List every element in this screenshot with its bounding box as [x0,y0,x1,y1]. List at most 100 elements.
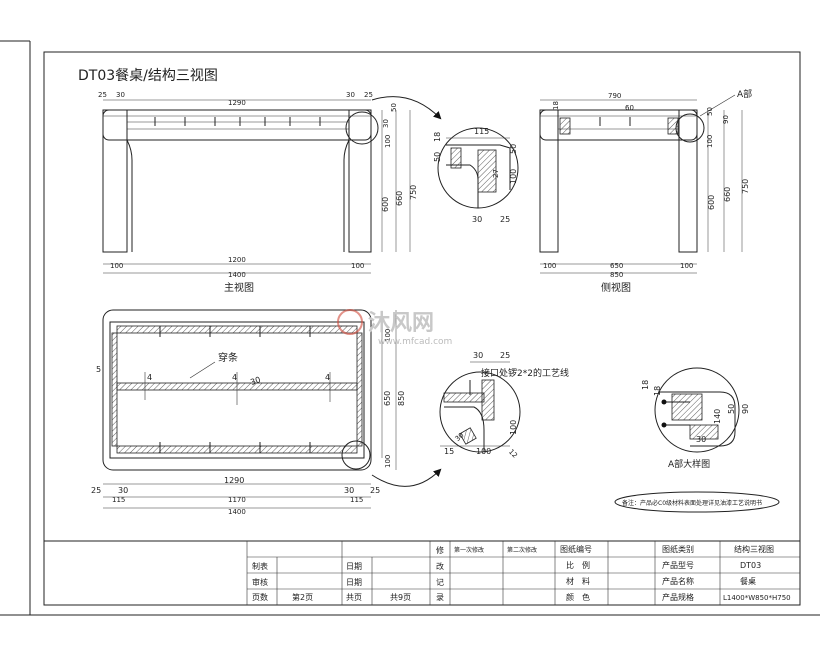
detail-top-dim-100: 100 [509,169,518,184]
tb-label-reviewer: 审核 [252,577,268,587]
detail-a-dim-18b: 18 [653,386,662,396]
plan-dim-bottom-115a: 115 [112,496,125,504]
tb-mid-scale: 比 例 [566,560,590,570]
detail-a-dim-30: 30 [696,435,706,444]
side-dim-bottom-100a: 100 [543,262,556,270]
tb-total-label: 共页 [346,593,362,602]
tb-revision-3: 记 [436,578,444,587]
front-dim-right-660: 660 [395,191,404,206]
detail-arrow-top [371,96,442,120]
tb-revision-1: 修 [436,545,444,555]
plan-dim-right-100a: 100 [384,329,392,342]
plan-dim-bottom-30a: 30 [118,486,128,495]
detail-top-dim-30: 30 [472,215,482,224]
plan-dim-bottom-30b: 30 [344,486,354,495]
side-dim-right-100: 100 [706,135,714,148]
tb-right-spec-value: L1400*W850*H750 [723,594,791,602]
plan-section-4b: 4 [232,373,237,382]
tb-mid-drawing-no: 图纸编号 [560,544,592,554]
watermark-logo-icon [337,309,363,335]
detail-arrow-mid [371,468,442,487]
side-dim-top-60: 60 [625,104,634,112]
remark-text: 备注：产品必C0级材料表面处理详见油漆工艺说明书 [622,499,762,507]
detail-top-dim-18: 18 [433,132,442,142]
side-view-label: 侧视图 [601,281,631,294]
plan-dim-bottom-25a: 25 [91,486,101,495]
tb-revision-2: 改 [436,561,444,571]
tb-right-name-value: 餐桌 [740,576,756,586]
detail-mid-dim-25: 25 [500,351,510,360]
side-dim-bottom-100b: 100 [680,262,693,270]
watermark-brand: 沐风网 [368,311,434,336]
side-dim-right-660: 660 [723,187,732,202]
tb-revision-4: 录 [436,593,444,602]
front-dim-right-100: 100 [384,135,392,148]
front-dim-top-25a: 25 [98,91,107,99]
drawing-title: DT03餐桌/结构三视图 [78,68,218,84]
side-dim-right-600: 600 [707,195,716,210]
detail-a-dim-50: 50 [727,404,736,414]
tb-mid-color: 颜 色 [566,592,590,602]
side-callout-leader [699,94,736,117]
detail-mid-dim-100a: 100 [509,420,518,435]
detail-mid-note: 接口处锣2*2的工艺线 [481,367,569,379]
tb-rev-col-1: 第一次修改 [454,546,484,554]
detail-a-dim-18a: 18 [641,380,650,390]
plan-dim-right-850: 850 [397,391,406,406]
plan-dim-right-100b: 100 [384,455,392,468]
tb-right-category-label: 图纸类别 [662,544,694,554]
tb-label-pages: 页数 [252,592,268,602]
side-dim-right-50: 50 [706,107,714,116]
front-screws [154,117,321,126]
tb-label-date2: 日期 [346,578,362,587]
plan-dim-bottom-115b: 115 [350,496,363,504]
front-dim-top-1290: 1290 [228,99,246,107]
plan-dim-bottom-1290: 1290 [224,476,244,485]
plan-dim-right-650: 650 [383,391,392,406]
side-dim-right-90: 90 [722,115,730,124]
tb-right-model-label: 产品型号 [662,560,694,570]
detail-top-dim-25: 25 [500,215,510,224]
tb-right-model-value: DT03 [740,561,761,570]
detail-top-dim-27: 27 [492,169,500,178]
plan-left-dim: 5 [96,365,101,374]
side-callout-a: A部 [737,88,752,100]
tb-label-drafter: 制表 [252,561,268,571]
plan-dim-bottom-1170: 1170 [228,496,246,504]
detail-top-dim-50b: 50 [509,144,518,154]
detail-mid-dim-15: 15 [444,447,454,456]
front-view-label: 主视图 [224,281,254,294]
watermark-url: www.mfcad.com [378,337,452,347]
detail-a-label: A部大样图 [668,458,710,470]
detail-mid-dim-30b: 30 [454,431,466,443]
front-dim-right-50: 50 [390,103,398,112]
tb-label-date1: 日期 [346,562,362,571]
detail-a-dim-140: 140 [713,409,722,424]
front-dim-bottom-1400: 1400 [228,271,246,279]
front-dim-right-750: 750 [409,185,418,200]
detail-top-dim-50a: 50 [433,152,442,162]
plan-view: 4 4 4 穿条 30 5 100 650 850 100 25 30 1290… [91,309,406,516]
side-dim-right-750: 750 [741,179,750,194]
plan-stretcher-label: 穿条 [218,351,238,364]
tb-right-spec-label: 产品规格 [662,592,694,602]
watermark: 沐风网 www.mfcad.com [337,309,452,347]
front-dim-top-30b: 30 [346,91,355,99]
tb-page-current: 第2页 [292,592,313,602]
detail-a-dim-90: 90 [741,404,750,414]
detail-top: 115 18 50 50 27 100 30 25 [433,127,519,224]
front-dim-right-30: 30 [382,119,390,128]
detail-top-dim-115: 115 [474,127,489,136]
front-dim-bottom-100b: 100 [351,262,364,270]
detail-mid-dim-100b: 100 [476,447,491,456]
front-dim-top-30a: 30 [116,91,125,99]
front-dim-right-600: 600 [381,197,390,212]
plan-dim-bottom-25b: 25 [370,486,380,495]
side-view: A部 790 18 60 50 90 100 600 660 750 100 6… [539,88,752,294]
tb-right-category-value: 结构三视图 [734,544,774,554]
front-dim-bottom-1200: 1200 [228,256,246,264]
plan-screws [159,326,311,453]
front-dim-top-25b: 25 [364,91,373,99]
side-dim-bottom-850: 850 [610,271,623,279]
plan-dim-bottom-1400: 1400 [228,508,246,516]
